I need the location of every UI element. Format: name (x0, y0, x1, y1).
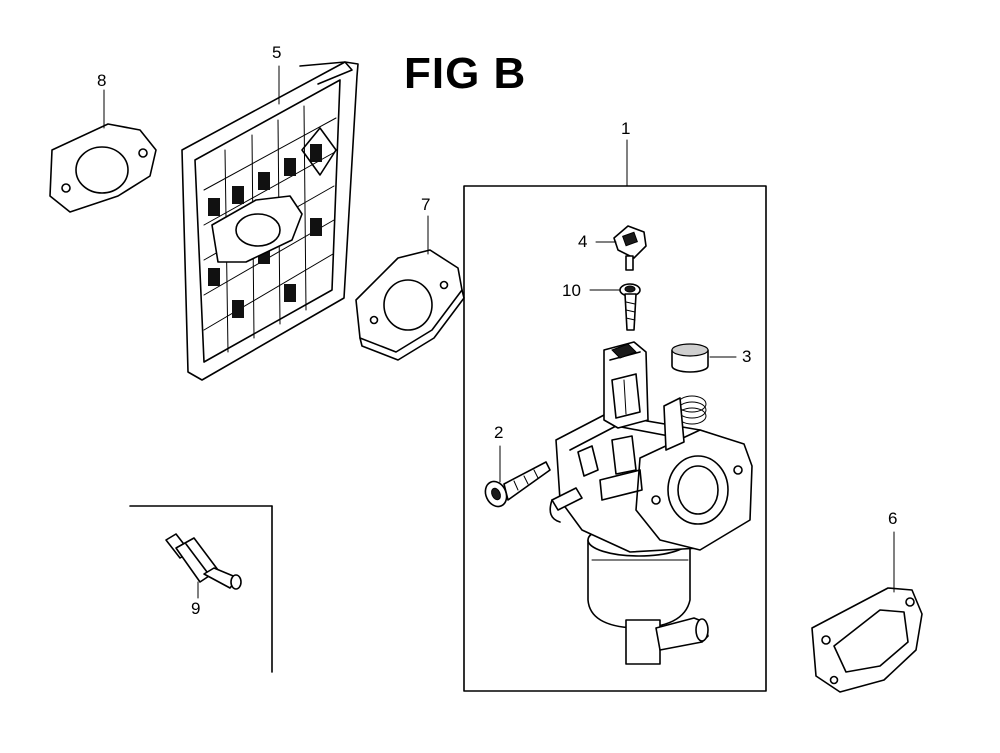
callout-4: 4 (578, 232, 588, 251)
fuel-filter-9-icon (165, 533, 242, 590)
screw-2-icon (484, 461, 551, 508)
callout-7: 7 (421, 195, 431, 214)
callout-5: 5 (272, 43, 282, 62)
needle-screw-10-icon (619, 283, 641, 331)
callout-6: 6 (888, 509, 898, 528)
insulator-gasket-7-icon (355, 249, 465, 361)
assembly-box (463, 185, 767, 692)
callout-9: 9 (191, 599, 201, 618)
gasket-8-icon (49, 123, 157, 213)
callout-10: 10 (562, 281, 581, 300)
callout-2: 2 (494, 423, 504, 442)
plate-5-icon (181, 61, 359, 381)
figure-title: FIG B (404, 49, 527, 98)
callout-3: 3 (742, 347, 752, 366)
float-cap-3-icon (671, 343, 709, 373)
callout-8: 8 (97, 71, 107, 90)
carburetor-1-icon (549, 341, 753, 665)
gasket-6-icon (811, 587, 923, 693)
callout-1: 1 (621, 119, 631, 138)
knob-4-icon (613, 225, 647, 271)
